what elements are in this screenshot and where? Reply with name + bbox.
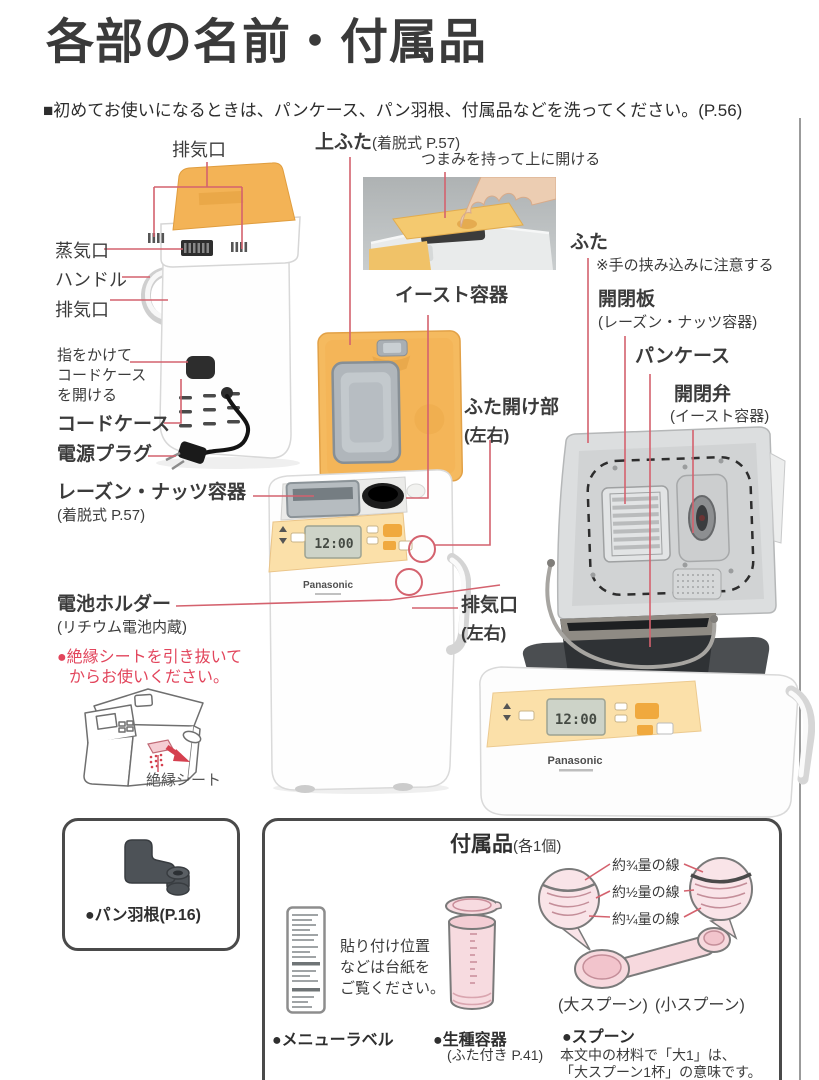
label-bread-blade: ●パン羽根(P.16): [85, 907, 201, 924]
label-yeast-container: イースト容器: [395, 285, 509, 306]
label-spoon: ●スプーン: [562, 1029, 635, 1046]
label-large-spoon: (大スプーン): [558, 997, 648, 1014]
label-line-half: 約½量の線: [612, 884, 680, 900]
brand-logo: Panasonic: [303, 580, 353, 591]
label-line-quarter: 約¼量の線: [612, 911, 680, 927]
label-steam-vent: 蒸気口: [55, 241, 109, 261]
label-raisin-note: (着脱式 P.57): [57, 507, 146, 524]
accessories-title-text: 付属品: [450, 833, 513, 856]
label-lid-caution: ※手の挟み込みに注意する: [596, 257, 774, 274]
start-button: [635, 703, 659, 719]
label-lid-opener-note: (左右): [464, 426, 510, 445]
insulation-sheet-lineart: [83, 688, 204, 787]
label-exhaust-side: 排気口: [55, 300, 109, 320]
lcd-display: 12:00: [314, 537, 353, 552]
accessories-title: 付属品(各1個): [450, 828, 561, 858]
label-battery-note: (リチウム電池内蔵): [57, 619, 187, 636]
label-exhaust-top: 排気口: [172, 140, 226, 160]
label-cord-case: コードケース: [57, 414, 171, 435]
cord-case-door: [186, 356, 215, 379]
starter-container-illustration: [445, 896, 502, 1010]
label-shutter-valve-note: (イースト容器): [670, 408, 770, 425]
label-line-three-quarter: 約¾量の線: [612, 857, 680, 873]
brand-logo: Panasonic: [547, 755, 602, 767]
page-title: 各部の名前・付属品: [46, 16, 488, 69]
warning-line1: ●絶縁シートを引き抜いて: [57, 649, 243, 666]
spoon-desc-line1: 本文中の材料で「大1」は、: [560, 1047, 736, 1063]
menu-label-note: 貼り付け位置 などは台紙を ご覧ください。: [340, 938, 446, 997]
hand-illustration: [460, 177, 556, 228]
label-battery-holder: 電池ホルダー: [57, 594, 172, 615]
warning-line2: からお使いください。: [69, 669, 230, 686]
label-finger-note: 指をかけて コードケース を開ける: [57, 347, 147, 404]
page-divider: [799, 118, 801, 1080]
label-menu-label: ●メニューラベル: [272, 1032, 394, 1049]
bread-blade-box: [62, 818, 240, 951]
label-exhaust-lr-note: (左右): [461, 624, 507, 643]
label-shutter-valve: 開閉弁: [674, 384, 732, 405]
pull-arrow: [173, 749, 190, 762]
spoon-desc-line2: 「大スプーン1杯」の意味です。: [560, 1064, 762, 1080]
label-lid-opener: ふた開け部: [464, 397, 560, 418]
label-raisin-container: レーズン・ナッツ容器: [57, 482, 247, 503]
label-small-spoon: (小スプーン): [655, 997, 745, 1014]
label-shutter-plate: 開閉板: [598, 289, 656, 310]
accessories-title-note: (各1個): [513, 838, 562, 855]
label-exhaust-lr: 排気口: [461, 595, 519, 616]
lcd-display: 12:00: [555, 712, 597, 728]
top-lid-photo: [363, 177, 556, 270]
menu-label-illustration: [286, 906, 326, 1014]
label-top-lid-hint: つまみを持って上に開ける: [421, 151, 601, 168]
shutter-valve-illustration: [688, 495, 716, 541]
label-handle: ハンドル: [55, 270, 127, 290]
shutter-plate-illustration: [601, 485, 671, 563]
label-insulation-sheet: 絶縁シート: [146, 772, 222, 789]
front-view-machine-illustration: 12:00 Panasonic: [268, 330, 471, 794]
label-power-plug: 電源プラグ: [57, 444, 153, 465]
open-top-lid: [317, 330, 464, 484]
label-starter-container: ●生種容器: [433, 1032, 507, 1049]
label-top-lid: 上ふた(着脱式 P.57): [315, 132, 461, 153]
open-lid-inner: [556, 426, 786, 620]
label-bread-case: パンケース: [635, 346, 731, 367]
intro-note: ■初めてお使いになるときは、パンケース、パン羽根、付属品などを洗ってください。(…: [43, 101, 743, 120]
start-button: [383, 524, 402, 537]
label-lid: ふた: [570, 232, 609, 253]
large-spoon-magnifier: [538, 868, 600, 930]
open-lid-machine-illustration: 12:00 Panasonic: [479, 426, 815, 818]
label-starter-note: (ふた付き P.41): [447, 1047, 544, 1063]
bread-blade-illustration: [124, 839, 190, 896]
label-shutter-plate-note: (レーズン・ナッツ容器): [598, 314, 758, 331]
